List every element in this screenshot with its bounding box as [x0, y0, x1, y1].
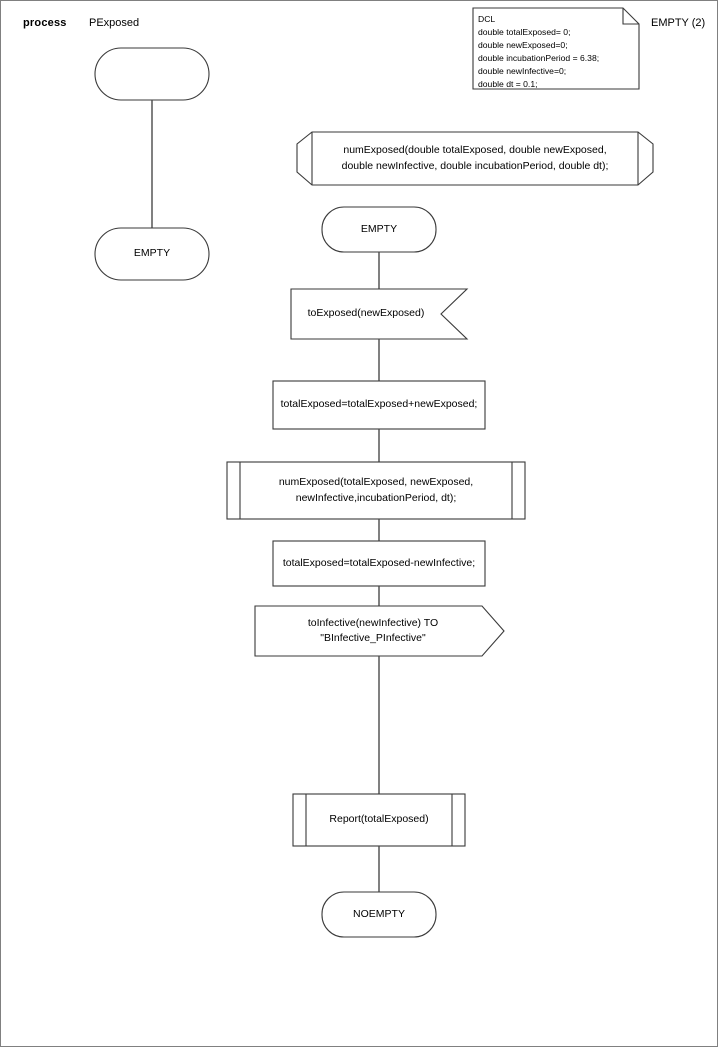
procedure-call-report-shape: [292, 793, 466, 847]
state-noempty-shape: [321, 891, 437, 938]
task-subtract-shape: [272, 540, 486, 587]
declaration-box-text: DCL double totalExposed= 0; double newEx…: [478, 14, 600, 90]
state-empty-main-shape: [321, 206, 437, 253]
process-name-label: PExposed: [89, 17, 140, 29]
state-empty-left-shape: [94, 227, 210, 281]
start-state-shape: [94, 47, 210, 101]
procedure-call-numexposed-shape: [226, 461, 526, 520]
declaration-box-shape: [472, 7, 640, 90]
page-reference-label: EMPTY (2): [651, 17, 706, 29]
output-signal-shape: [254, 605, 505, 657]
procedure-declaration-shape: [296, 131, 654, 186]
process-keyword-label: process: [23, 17, 67, 29]
task-add-shape: [272, 380, 486, 430]
input-signal-shape: [290, 288, 469, 340]
